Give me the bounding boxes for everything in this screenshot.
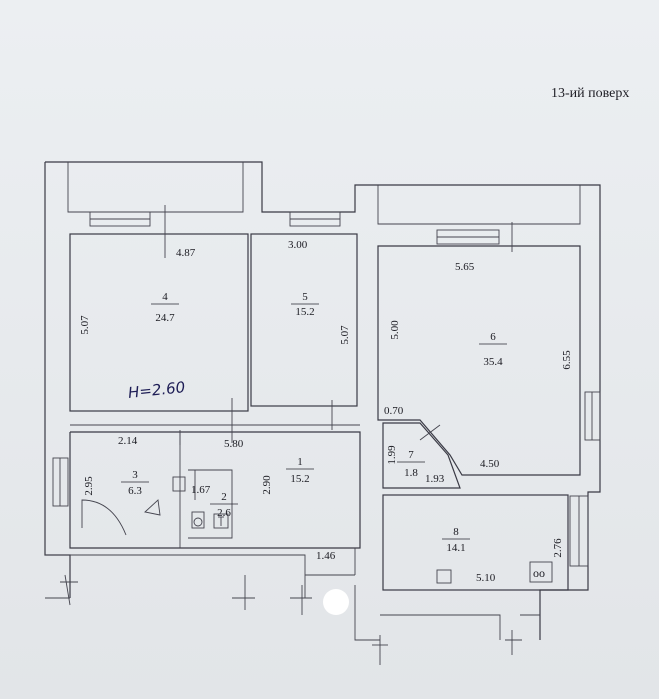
room-6-area: 35.4: [483, 356, 503, 368]
dimension-label: 5.10: [476, 572, 496, 584]
room-8-outline: [382, 494, 569, 591]
dimension-label: 3.00: [288, 239, 308, 251]
room-2-area: 2.6: [217, 507, 231, 519]
dimension-label: 2.14: [118, 435, 138, 447]
dimension-label: 1.67: [191, 484, 211, 496]
room-5-number: 5: [302, 291, 308, 303]
room-5-area: 15.2: [295, 306, 314, 318]
dimension-label: 5.80: [224, 438, 244, 450]
room-6-label: 635.4: [479, 331, 507, 368]
room-3-area: 6.3: [128, 485, 142, 497]
dimension-labels: 4.87 3.00 5.65 5.07 5.07 5.00 6.55 0.70 2.14 5.80…: [79, 239, 573, 584]
room-2-label: 22.6: [210, 491, 238, 519]
room-4-label: 424.7: [151, 291, 179, 324]
room-7-area: 1.8: [404, 467, 418, 479]
door-swing: [81, 499, 127, 536]
room-5-outline: [250, 233, 358, 407]
dimension-label: 5.65: [455, 261, 475, 273]
room-4-area: 24.7: [155, 312, 175, 324]
kitchen-sink: [436, 569, 452, 584]
room-2-number: 2: [221, 491, 227, 503]
room-7-label: 71.8: [397, 449, 425, 479]
dimension-label: 5.07: [79, 315, 91, 335]
room-6-number: 6: [490, 331, 496, 343]
room-1-outline: [69, 431, 361, 549]
room-7-number: 7: [408, 449, 414, 461]
room-4-outline: [69, 233, 249, 412]
exterior-marks: [60, 574, 522, 665]
wall-ticks: [164, 205, 513, 575]
dimension-label: 4.50: [480, 458, 500, 470]
dimension-label: 0.70: [384, 405, 404, 417]
room-8-label: 814.1: [442, 526, 470, 554]
outer-walls: [44, 161, 601, 641]
bathroom-fixtures: [172, 476, 229, 529]
room-7-outline: [382, 422, 461, 489]
room-1-number: 1: [297, 456, 303, 468]
room-3-number: 3: [132, 469, 138, 481]
room-1-label: 115.2: [286, 456, 314, 485]
stove: [529, 561, 553, 583]
room-8-number: 8: [453, 526, 459, 538]
dimension-label: 1.93: [425, 473, 445, 485]
room-6-outline: [377, 245, 581, 476]
dimension-label: 5.00: [389, 320, 401, 340]
room-8-area: 14.1: [446, 542, 465, 554]
dimension-label: 2.76: [552, 538, 564, 558]
windows: [52, 211, 601, 567]
dimension-label: 4.87: [176, 247, 196, 259]
dimension-label: 1.46: [316, 550, 336, 562]
white-marker: [323, 589, 349, 615]
room-3-label: 36.3: [121, 469, 149, 497]
dimension-label: 1.99: [386, 445, 398, 465]
dimension-label: 2.95: [83, 476, 95, 496]
dimension-label: 6.55: [561, 350, 573, 370]
dimension-label: 5.07: [339, 325, 351, 345]
floor-label: 13-ий поверх: [551, 86, 630, 101]
room-4-number: 4: [162, 291, 168, 303]
stove-symbol: oo: [533, 566, 545, 580]
room-1-area: 15.2: [290, 473, 309, 485]
room-5-label: 515.2: [291, 291, 319, 318]
dimension-label: 2.90: [261, 475, 273, 495]
